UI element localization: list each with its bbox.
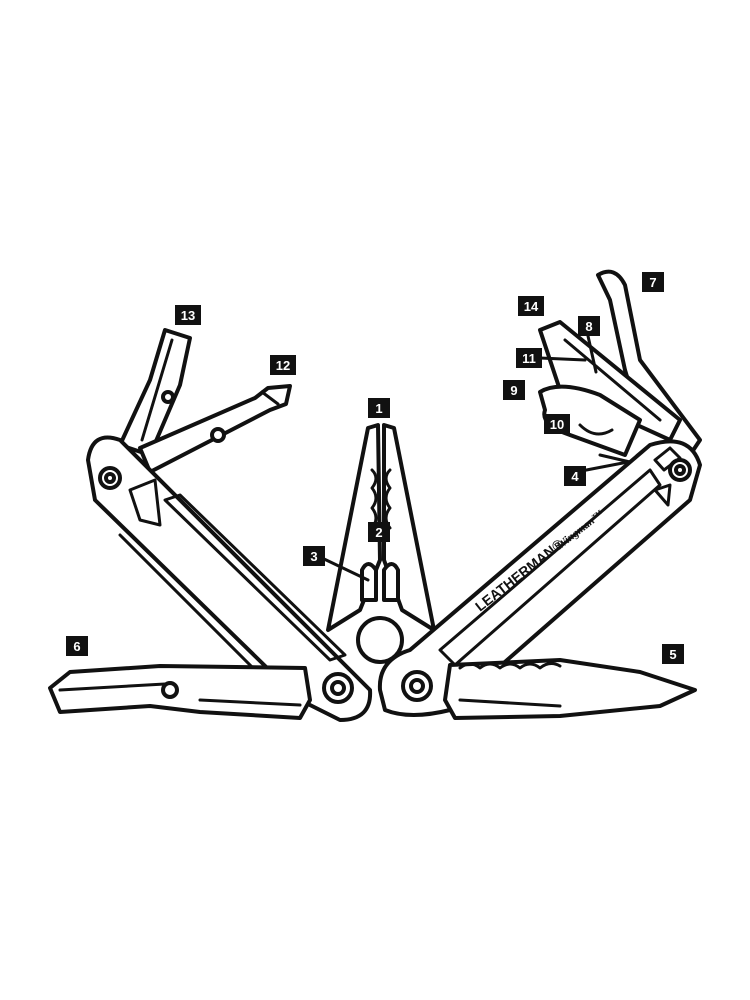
scissors-tool [48, 664, 312, 720]
svg-text:7: 7 [649, 275, 656, 290]
right-upper-tools [538, 269, 702, 464]
svg-text:8: 8 [585, 319, 592, 334]
callout-10: 10 [544, 414, 570, 434]
left-bit-driver-tool [138, 384, 292, 474]
svg-text:10: 10 [550, 417, 564, 432]
callout-7: 7 [642, 272, 664, 292]
callout-14: 14 [518, 296, 544, 316]
svg-text:13: 13 [181, 308, 195, 323]
left-screwdriver-tool [118, 328, 192, 457]
callout-4: 4 [564, 466, 586, 486]
left-handle [86, 435, 373, 722]
svg-text:5: 5 [669, 647, 676, 662]
callout-5: 5 [662, 644, 684, 664]
callout-9: 9 [503, 380, 525, 400]
svg-text:3: 3 [310, 549, 317, 564]
callout-1: 1 [368, 398, 390, 418]
svg-text:1: 1 [375, 401, 382, 416]
callout-3: 3 [303, 546, 325, 566]
svg-text:4: 4 [571, 469, 579, 484]
callout-13: 13 [175, 305, 201, 325]
callout-2: 2 [368, 522, 390, 542]
svg-text:6: 6 [73, 639, 80, 654]
svg-text:14: 14 [524, 299, 539, 314]
svg-text:9: 9 [510, 383, 517, 398]
svg-text:12: 12 [276, 358, 290, 373]
callout-11: 11 [516, 348, 542, 368]
svg-text:11: 11 [522, 351, 536, 366]
callout-8: 8 [578, 316, 600, 336]
callout-6: 6 [66, 636, 88, 656]
knife-blade-tool [443, 658, 697, 720]
pliers-tool [326, 423, 436, 664]
callout-12: 12 [270, 355, 296, 375]
svg-text:2: 2 [375, 525, 382, 540]
